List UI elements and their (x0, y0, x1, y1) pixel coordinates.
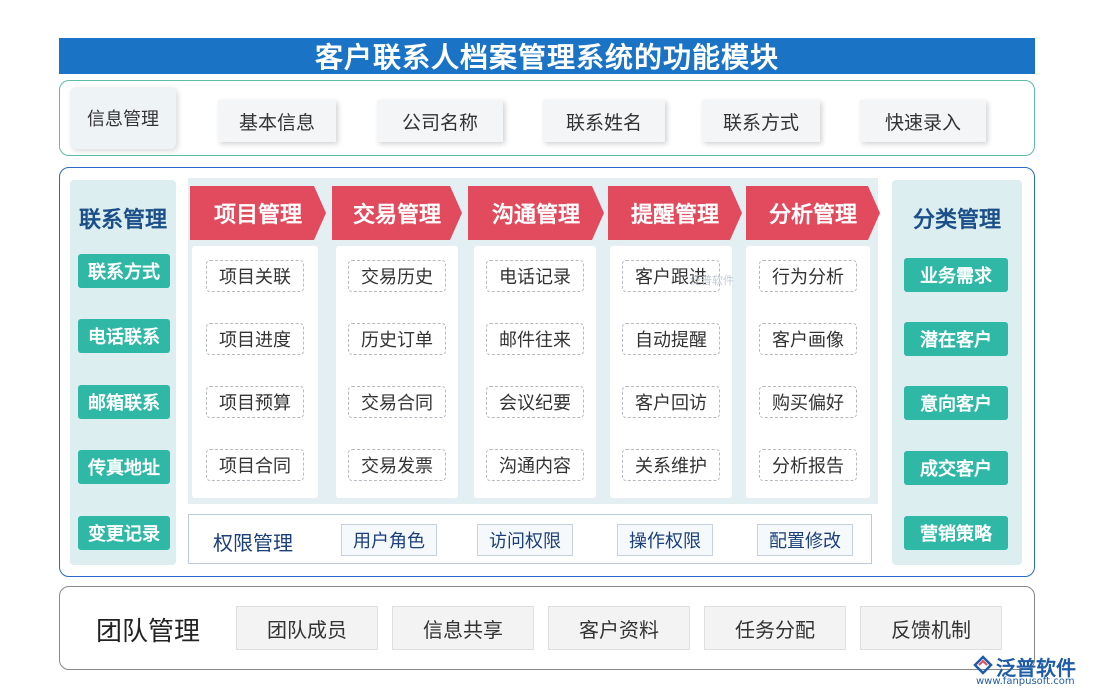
module-column-reminder: 客户跟进 自动提醒 客户回访 关系维护 (610, 246, 732, 498)
permission-management-label: 权限管理 (213, 531, 293, 555)
module-column-communication: 电话记录 邮件往来 会议纪要 沟通内容 (474, 246, 596, 498)
page-title: 客户联系人档案管理系统的功能模块 (59, 38, 1035, 74)
fanpu-logo: 泛普软件 www.fanpusoft.com (970, 652, 1094, 692)
category-item: 意向客户 (904, 386, 1008, 420)
team-management-label: 团队管理 (96, 617, 201, 647)
info-item: 公司名称 (377, 100, 503, 142)
module-sub-item: 邮件往来 (486, 323, 584, 355)
logo-mark-icon (973, 655, 993, 675)
info-management-label: 信息管理 (70, 87, 176, 149)
module-sub-item: 项目关联 (206, 260, 304, 292)
contact-management-title: 联系管理 (78, 207, 167, 233)
permission-item: 配置修改 (757, 524, 853, 556)
module-sub-item: 项目合同 (206, 449, 304, 481)
module-sub-item: 项目进度 (206, 323, 304, 355)
module-sub-item: 会议纪要 (486, 386, 584, 418)
info-management-row: 信息管理 基本信息 公司名称 联系姓名 联系方式 快速录入 (59, 80, 1035, 156)
permission-management-row: 权限管理 用户角色 访问权限 操作权限 配置修改 (188, 514, 872, 564)
core-modules-area: 项目管理 交易管理 沟通管理 提醒管理 分析管理 项目关联 项目进度 项目预算 … (188, 178, 878, 504)
module-header-reminder: 提醒管理 (608, 186, 742, 240)
permission-item: 用户角色 (341, 524, 437, 556)
module-sub-item: 交易发票 (348, 449, 446, 481)
team-item: 任务分配 (704, 606, 846, 650)
category-item: 成交客户 (904, 451, 1008, 485)
contact-item: 电话联系 (78, 319, 170, 353)
module-sub-item: 客户回访 (622, 386, 720, 418)
info-item: 基本信息 (218, 100, 336, 142)
team-item: 反馈机制 (860, 606, 1002, 650)
module-header-communication: 沟通管理 (468, 186, 604, 240)
module-column-trade: 交易历史 历史订单 交易合同 交易发票 (336, 246, 458, 498)
module-sub-item: 历史订单 (348, 323, 446, 355)
category-item: 潜在客户 (904, 322, 1008, 356)
category-management-column: 分类管理 业务需求 潜在客户 意向客户 成交客户 营销策略 (892, 180, 1022, 565)
category-item: 营销策略 (904, 516, 1008, 550)
info-item: 联系方式 (702, 100, 820, 142)
team-item: 客户资料 (548, 606, 690, 650)
module-sub-item: 交易合同 (348, 386, 446, 418)
contact-item: 联系方式 (78, 254, 170, 288)
module-sub-item: 分析报告 (759, 449, 857, 481)
module-sub-item: 关系维护 (622, 449, 720, 481)
module-sub-item: 自动提醒 (622, 323, 720, 355)
category-item: 业务需求 (904, 258, 1008, 292)
module-header-project: 项目管理 (190, 186, 326, 240)
team-item: 信息共享 (392, 606, 534, 650)
contact-item: 邮箱联系 (78, 385, 170, 419)
module-column-project: 项目关联 项目进度 项目预算 项目合同 (192, 246, 318, 498)
permission-item: 访问权限 (477, 524, 573, 556)
team-management-row: 团队管理 团队成员 信息共享 客户资料 任务分配 反馈机制 (59, 586, 1035, 670)
module-sub-item: 购买偏好 (759, 386, 857, 418)
contact-management-column: 联系管理 联系方式 电话联系 邮箱联系 传真地址 变更记录 (70, 180, 176, 565)
contact-item: 变更记录 (78, 516, 170, 550)
category-management-title: 分类管理 (912, 207, 1001, 233)
module-sub-item: 项目预算 (206, 386, 304, 418)
module-sub-item: 交易历史 (348, 260, 446, 292)
logo-name: 泛普软件 (996, 656, 1076, 680)
contact-item: 传真地址 (78, 450, 170, 484)
info-item: 快速录入 (860, 100, 986, 142)
permission-item: 操作权限 (617, 524, 713, 556)
module-sub-item: 行为分析 (759, 260, 857, 292)
module-sub-item: 电话记录 (486, 260, 584, 292)
logo-url: www.fanpusoft.com (976, 676, 1075, 687)
module-header-analysis: 分析管理 (746, 186, 880, 240)
module-column-analysis: 行为分析 客户画像 购买偏好 分析报告 (746, 246, 870, 498)
module-sub-item: 沟通内容 (486, 449, 584, 481)
module-sub-item: 客户跟进 (622, 260, 720, 292)
info-item: 联系姓名 (543, 100, 665, 142)
team-item: 团队成员 (236, 606, 378, 650)
module-sub-item: 客户画像 (759, 323, 857, 355)
module-header-trade: 交易管理 (332, 186, 462, 240)
watermark-text: 泛普软件 (690, 274, 734, 287)
main-module-panel: 联系管理 联系方式 电话联系 邮箱联系 传真地址 变更记录 项目管理 交易管理 … (59, 167, 1035, 577)
